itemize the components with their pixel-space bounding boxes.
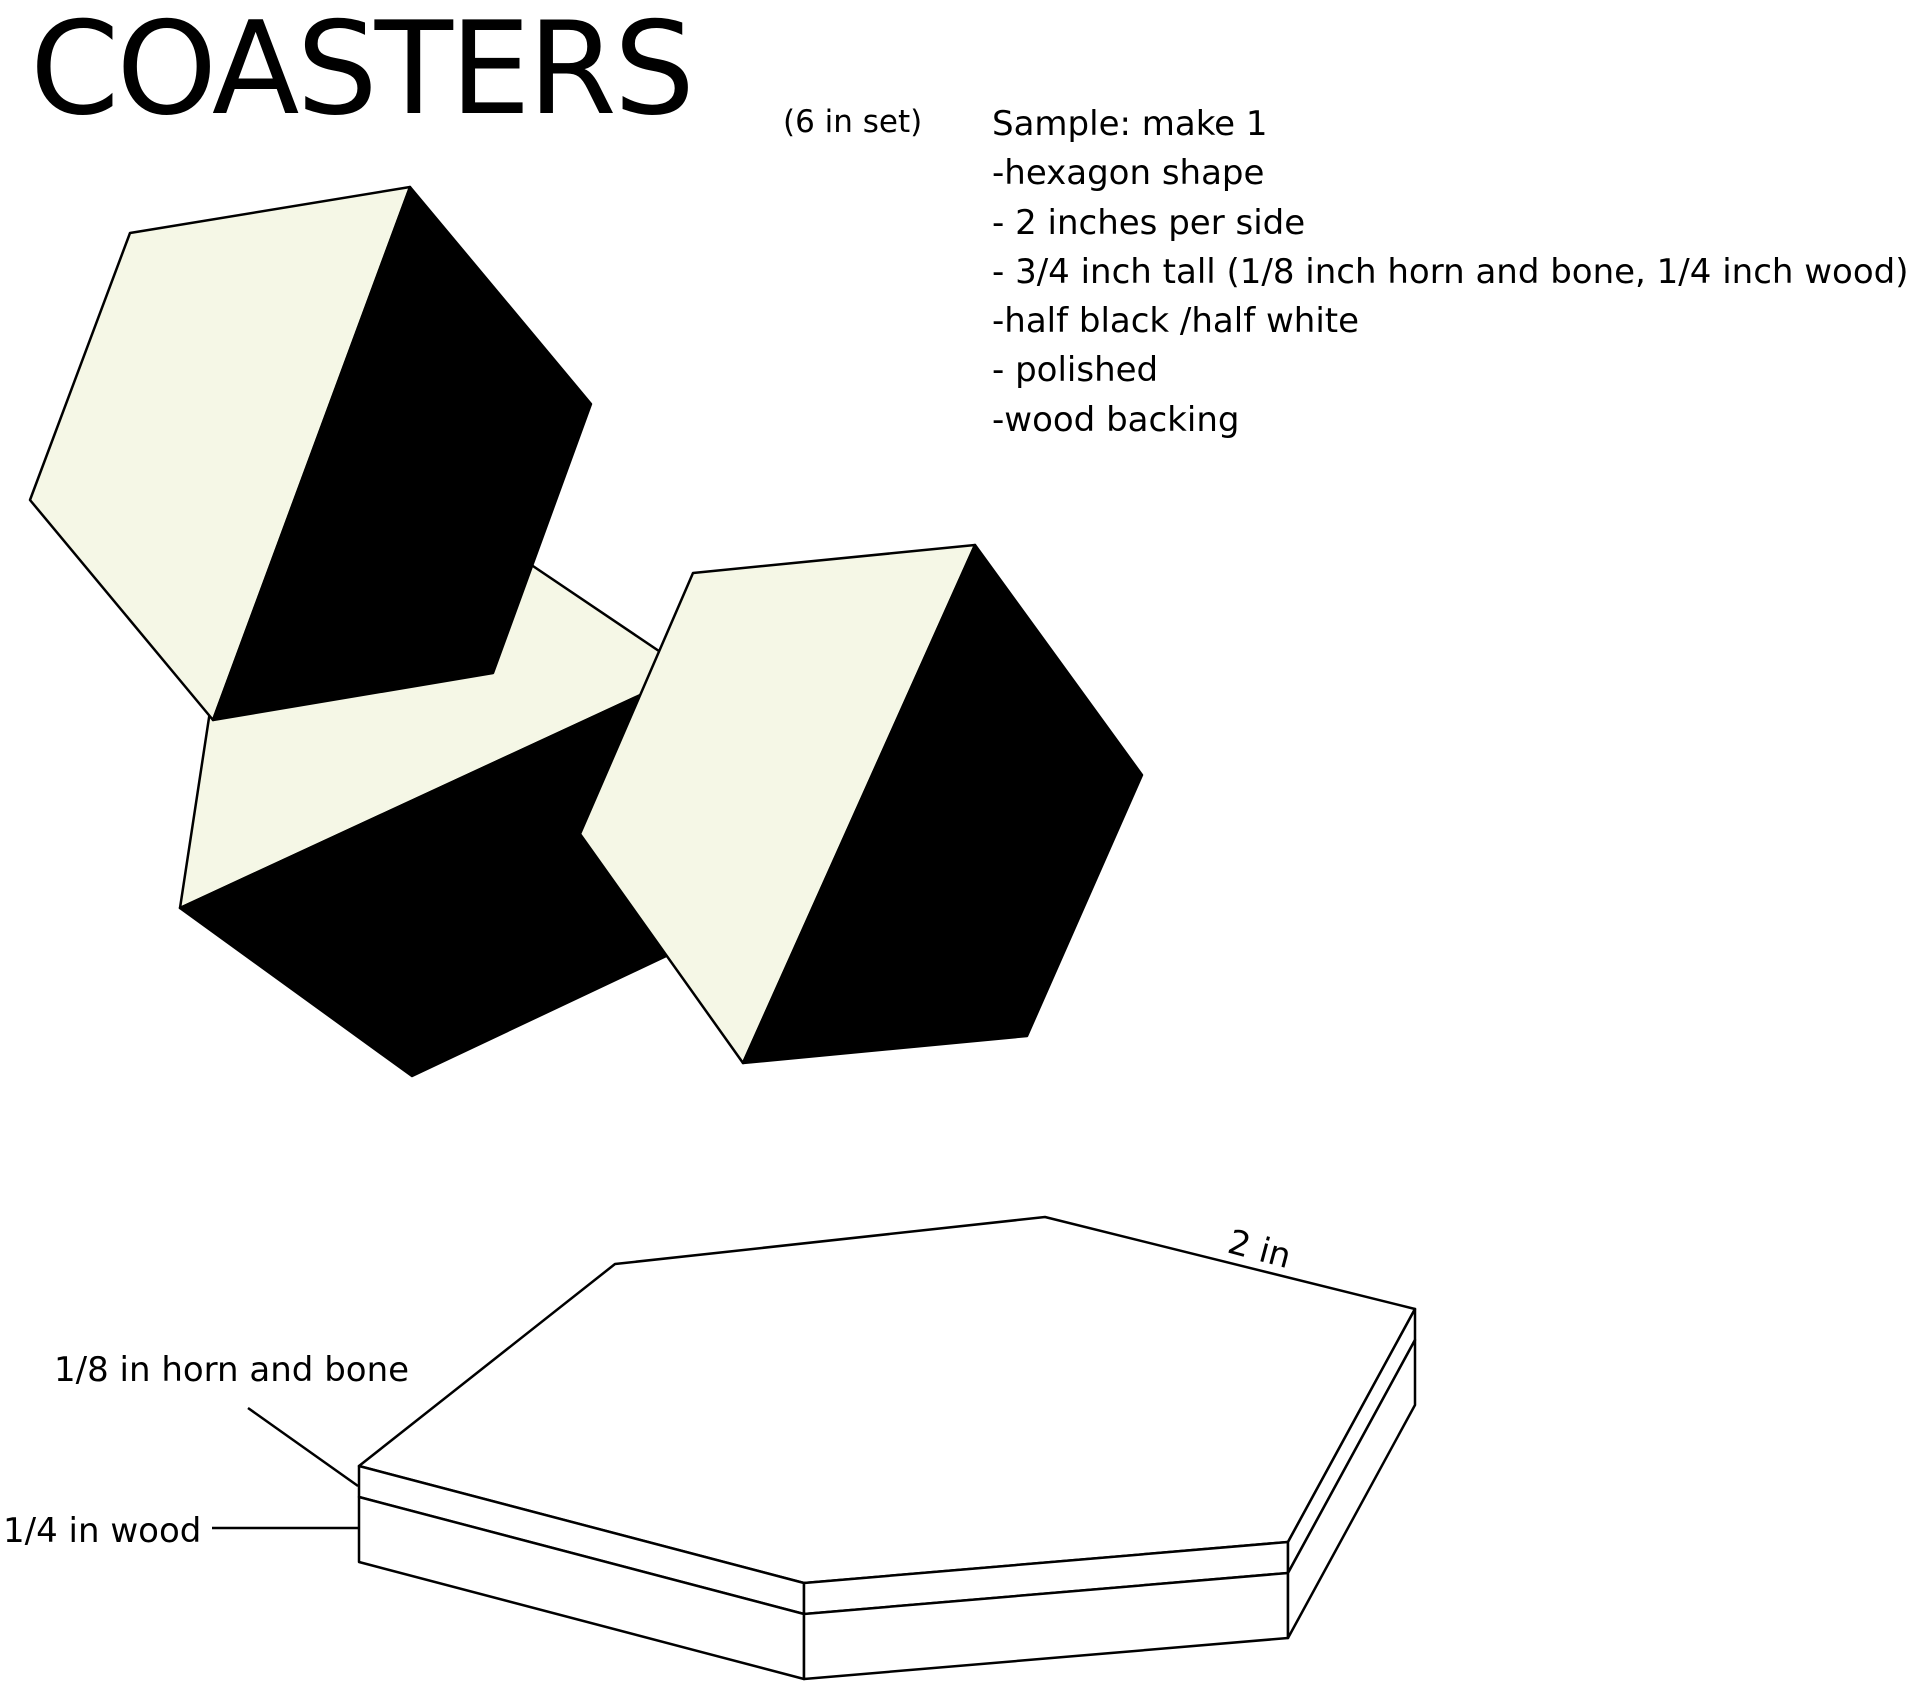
wood-layer-right [1286, 1338, 1417, 1640]
coaster-top-left [28, 185, 593, 722]
spec-item-sample: Sample: make 1 [992, 104, 1268, 144]
wood-layer-label: 1/4 in wood [3, 1511, 202, 1551]
coaster-right [578, 543, 1144, 1065]
page-title: COASTERS [30, 0, 695, 144]
set-size-note: (6 in set) [783, 104, 923, 140]
spec-item-side-length: - 2 inches per side [992, 202, 1306, 243]
coaster-layer-diagram [357, 1215, 1417, 1681]
spec-list: Sample: make 1 -hexagon shape - 2 inches… [992, 100, 1909, 445]
coaster-right-black-half [741, 543, 1144, 1065]
spec-item-backing: -wood backing [992, 399, 1240, 440]
coaster-top-left-black-half [211, 185, 593, 722]
spec-item-color: -half black /half white [992, 301, 1360, 342]
horn-bone-leader-line [247, 1406, 359, 1488]
horn-bone-layer-label: 1/8 in horn and bone [54, 1350, 410, 1390]
spec-item-finish: - polished [992, 350, 1159, 391]
spec-item-shape: -hexagon shape [992, 153, 1265, 194]
spec-item-height: - 3/4 inch tall (1/8 inch horn and bone,… [992, 251, 1909, 292]
